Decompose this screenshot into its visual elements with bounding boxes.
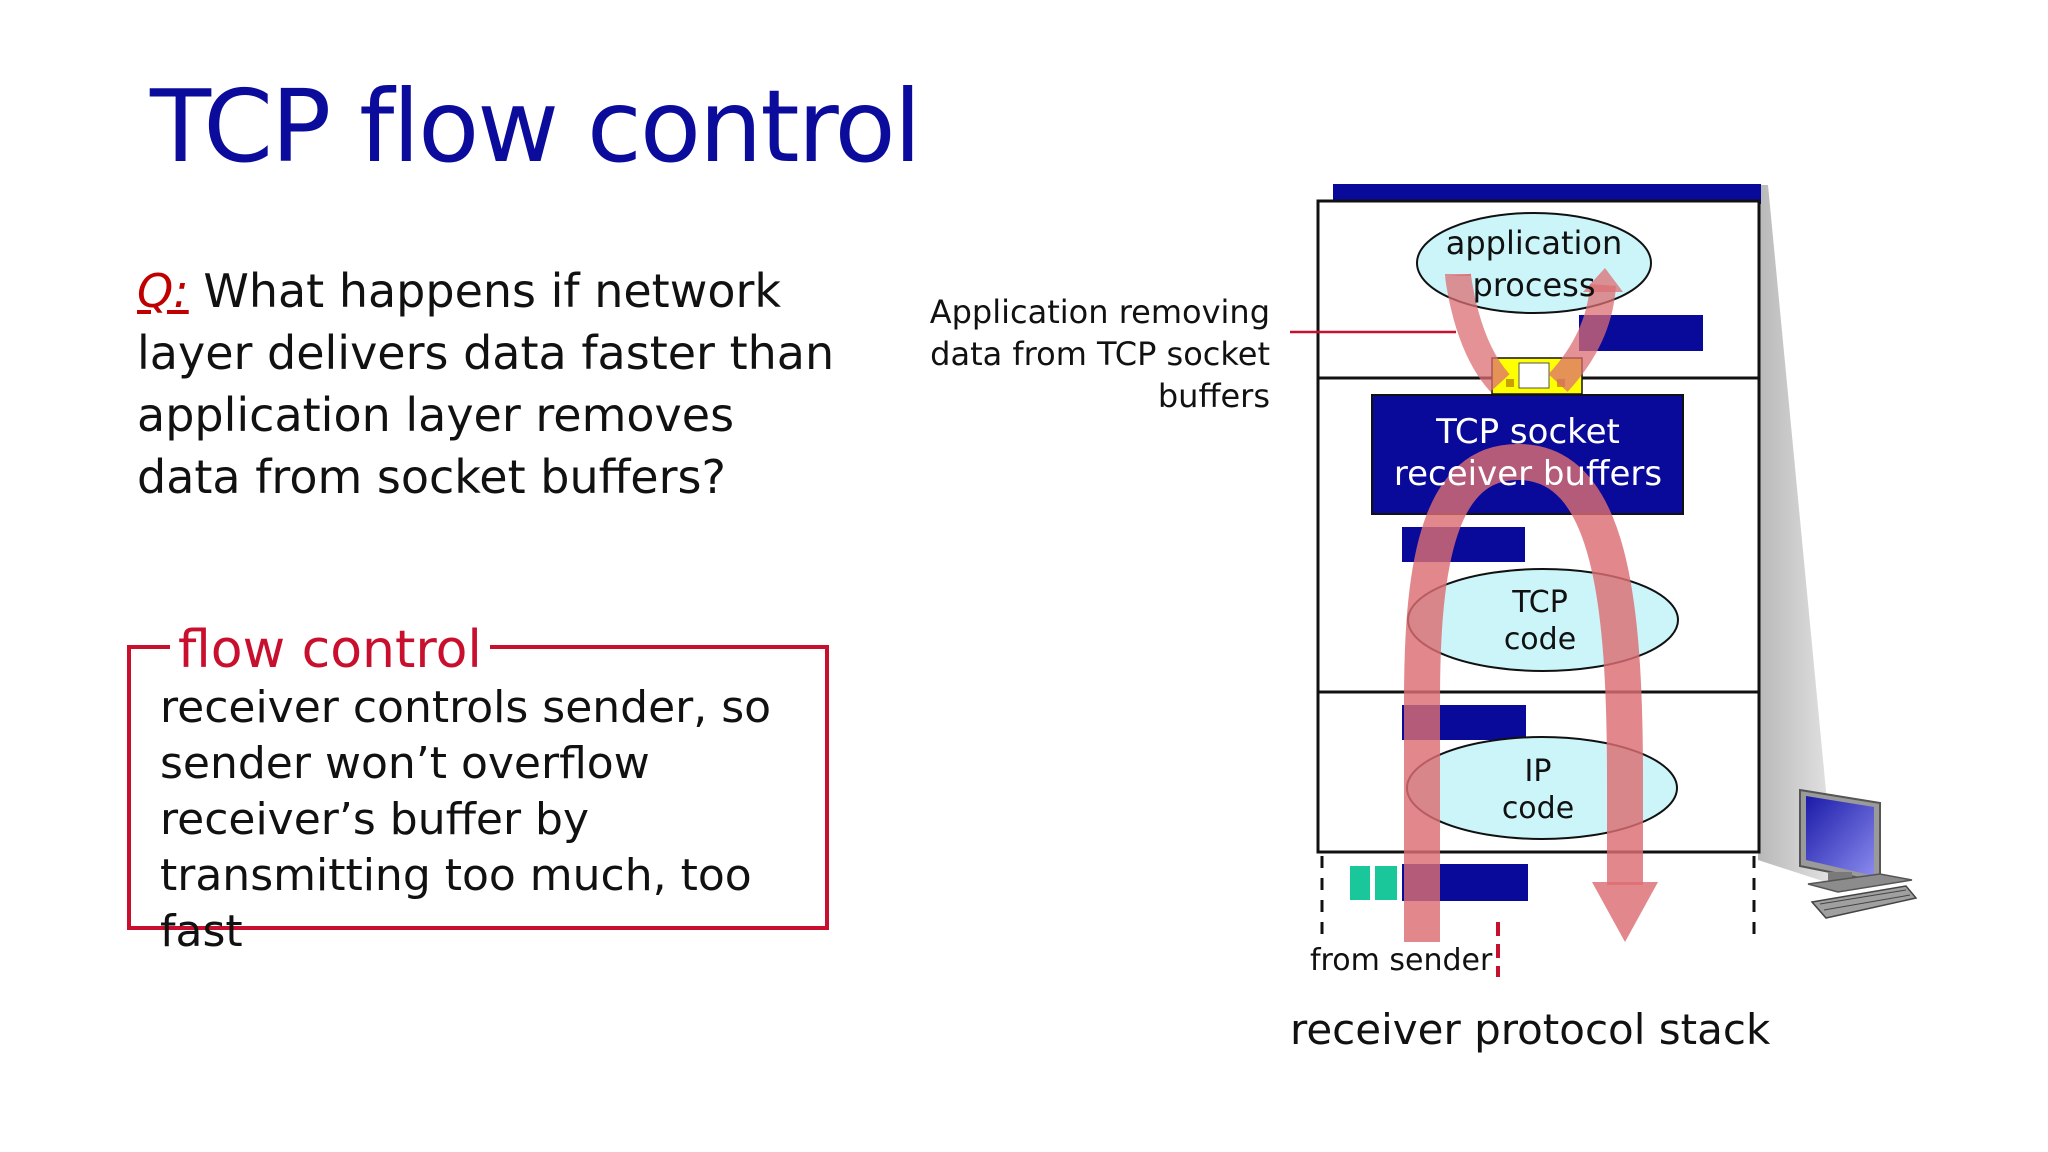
data-flow-arrowhead xyxy=(1592,882,1658,942)
question-label: Q: xyxy=(137,264,189,318)
tcp-code-label-1: TCP xyxy=(1511,585,1568,620)
question-text: What happens if network layer delivers d… xyxy=(137,264,835,504)
slide-title: TCP flow control xyxy=(150,68,922,185)
flow-control-title: flow control xyxy=(170,618,490,682)
stack-top-band xyxy=(1333,184,1761,204)
app-read-arrowhead xyxy=(1583,268,1623,292)
annotation-line-3: buffers xyxy=(1158,377,1270,415)
socket-buffer-label-1: TCP socket xyxy=(1435,412,1620,452)
ip-code-label-1: IP xyxy=(1525,754,1552,789)
annotation-line-1: Application removing xyxy=(930,293,1270,331)
data-flow-arrow xyxy=(1404,443,1643,942)
socket-buffer-label-2: receiver buffers xyxy=(1394,454,1662,494)
ip-code-label-2: code xyxy=(1502,791,1574,826)
slot-dot-left xyxy=(1506,379,1514,387)
from-sender-label: from sender xyxy=(1310,943,1493,978)
diagram-caption: receiver protocol stack xyxy=(1290,1005,1771,1054)
app-process-label-1: application xyxy=(1446,224,1623,262)
question: Q: What happens if network layer deliver… xyxy=(137,260,837,508)
flow-control-definition: receiver controls sender, so sender won’… xyxy=(160,682,772,957)
incoming-packet-header-1 xyxy=(1350,866,1370,900)
stack-perspective-shadow xyxy=(1758,185,1835,885)
app-process-label-2: process xyxy=(1473,266,1596,304)
tcp-code-label-2: code xyxy=(1504,622,1576,657)
desktop-computer-icon xyxy=(1799,788,1918,919)
incoming-packet-header-2 xyxy=(1375,866,1397,900)
annotation-line-2: data from TCP socket xyxy=(930,335,1270,373)
socket-buffer-slot-inner xyxy=(1518,362,1550,389)
